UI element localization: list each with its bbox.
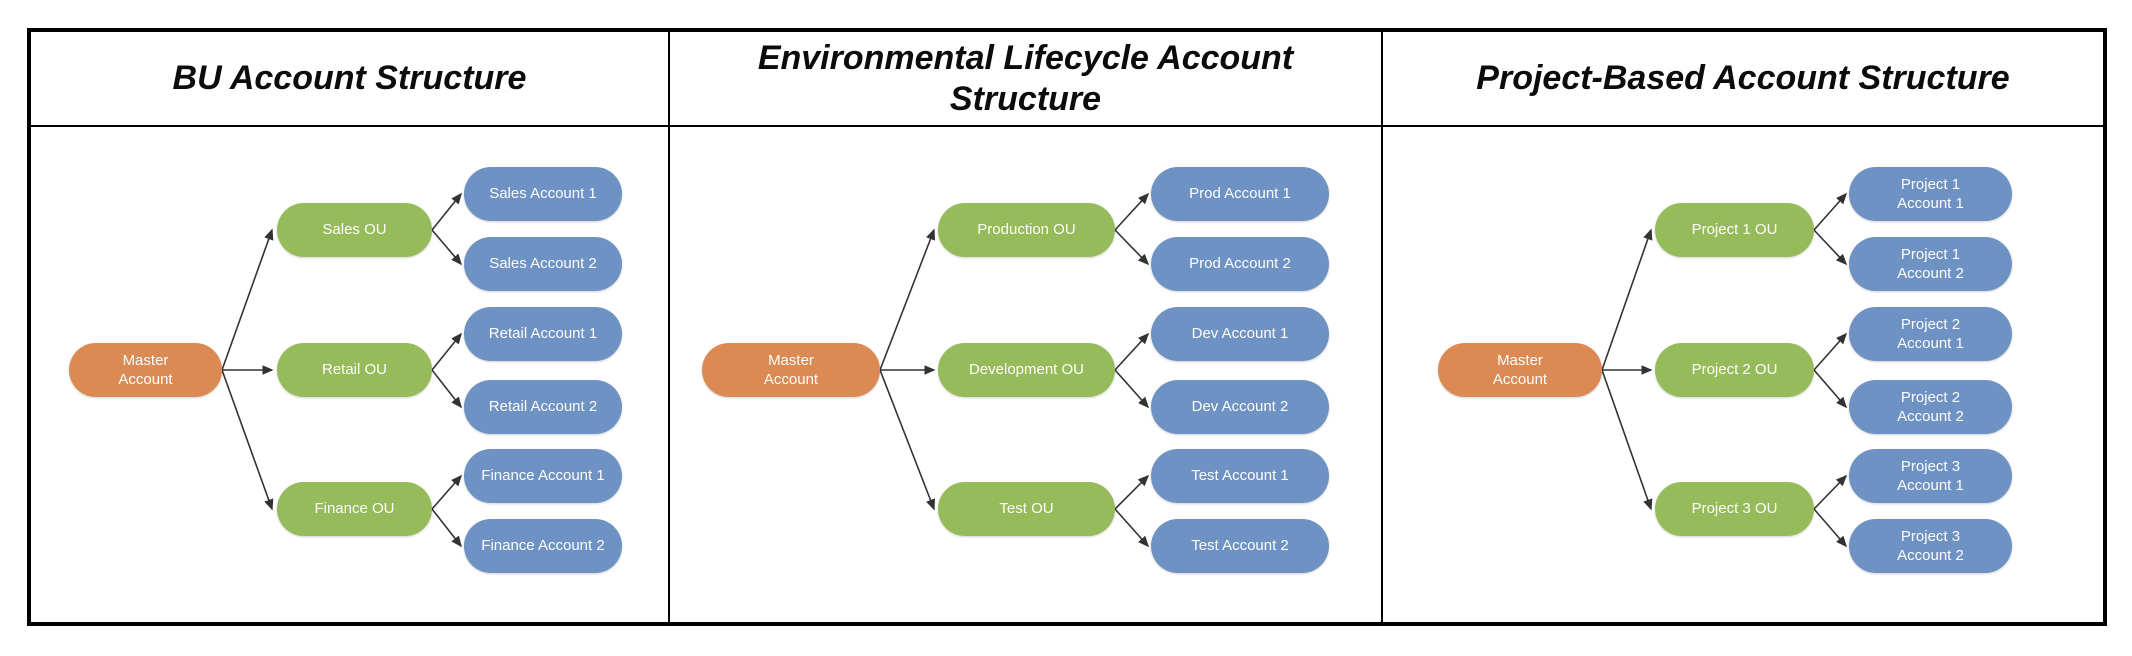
panel-cell-project: Master Account Project 1 OU Project 2 OU… — [1383, 127, 2103, 622]
node-test-account-1: Test Account 1 — [1151, 449, 1329, 503]
node-test-account-2: Test Account 2 — [1151, 519, 1329, 573]
node-project-3-account-2: Project 3 Account 2 — [1849, 519, 2012, 573]
node-finance-account-2: Finance Account 2 — [464, 519, 622, 573]
node-master-account: Master Account — [702, 343, 880, 397]
node-sales-account-1: Sales Account 1 — [464, 167, 622, 221]
node-finance-ou: Finance OU — [277, 482, 432, 536]
node-finance-account-1: Finance Account 1 — [464, 449, 622, 503]
node-project-1-account-1: Project 1 Account 1 — [1849, 167, 2012, 221]
panel-bu-diagram: Master Account Sales OU Retail OU Financ… — [31, 127, 668, 622]
header-cell-project: Project-Based Account Structure — [1383, 32, 2103, 125]
table-body-row: Master Account Sales OU Retail OU Financ… — [31, 127, 2103, 622]
node-dev-account-2: Dev Account 2 — [1151, 380, 1329, 434]
node-retail-account-2: Retail Account 2 — [464, 380, 622, 434]
node-dev-account-1: Dev Account 1 — [1151, 307, 1329, 361]
node-prod-account-1: Prod Account 1 — [1151, 167, 1329, 221]
node-project-2-account-2: Project 2 Account 2 — [1849, 380, 2012, 434]
node-sales-ou: Sales OU — [277, 203, 432, 257]
node-production-ou: Production OU — [938, 203, 1115, 257]
node-retail-ou: Retail OU — [277, 343, 432, 397]
title-bu-account-structure: BU Account Structure — [172, 59, 527, 98]
panel-cell-environmental: Master Account Production OU Development… — [670, 127, 1383, 622]
node-project-3-account-1: Project 3 Account 1 — [1849, 449, 2012, 503]
node-sales-account-2: Sales Account 2 — [464, 237, 622, 291]
header-cell-environmental: Environmental Lifecycle Account Structur… — [670, 32, 1383, 125]
node-test-ou: Test OU — [938, 482, 1115, 536]
node-project-3-ou: Project 3 OU — [1655, 482, 1814, 536]
header-cell-bu: BU Account Structure — [31, 32, 670, 125]
node-project-1-account-2: Project 1 Account 2 — [1849, 237, 2012, 291]
table-header-row: BU Account Structure Environmental Lifec… — [31, 32, 2103, 127]
panel-environmental-diagram: Master Account Production OU Development… — [670, 127, 1381, 622]
node-development-ou: Development OU — [938, 343, 1115, 397]
title-environmental-lifecycle: Environmental Lifecycle Account Structur… — [757, 39, 1294, 118]
account-structure-comparison-table: BU Account Structure Environmental Lifec… — [27, 28, 2107, 626]
node-master-account: Master Account — [1438, 343, 1602, 397]
panel-cell-bu: Master Account Sales OU Retail OU Financ… — [31, 127, 670, 622]
node-retail-account-1: Retail Account 1 — [464, 307, 622, 361]
panel-project-diagram: Master Account Project 1 OU Project 2 OU… — [1383, 127, 2103, 622]
node-project-2-account-1: Project 2 Account 1 — [1849, 307, 2012, 361]
node-master-account: Master Account — [69, 343, 222, 397]
node-prod-account-2: Prod Account 2 — [1151, 237, 1329, 291]
node-project-2-ou: Project 2 OU — [1655, 343, 1814, 397]
title-project-based: Project-Based Account Structure — [1476, 59, 2010, 98]
node-project-1-ou: Project 1 OU — [1655, 203, 1814, 257]
